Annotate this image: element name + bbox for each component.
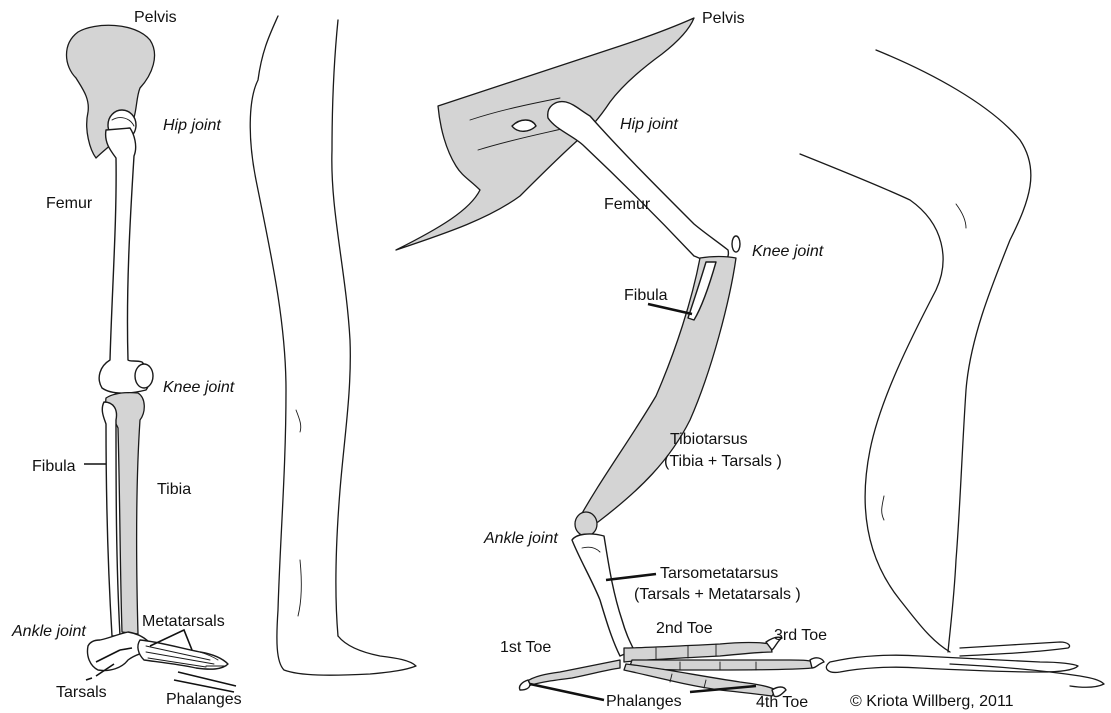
bird-tarsometatarsus-leader <box>606 574 656 580</box>
bird-knee-joint-label: Knee joint <box>752 243 824 260</box>
human-fibula-bone <box>102 402 120 636</box>
human-metatarsals-label: Metatarsals <box>142 613 225 630</box>
human-pelvis-label: Pelvis <box>134 9 177 26</box>
bird-phalanges-label: Phalanges <box>606 693 682 710</box>
bird-pelvis-label: Pelvis <box>702 10 745 27</box>
bird-tarsometatarsus-note: (Tarsals + Metatarsals ) <box>634 586 801 603</box>
bird-tibiotarsus-note: (Tibia + Tarsals ) <box>664 453 782 470</box>
bird-tibiotarsus-label: Tibiotarsus <box>670 431 748 448</box>
bird-toe-4-label: 4th Toe <box>756 694 808 711</box>
human-tibia-label: Tibia <box>157 481 191 498</box>
human-patella <box>135 364 153 388</box>
human-tarsals-label: Tarsals <box>56 684 107 701</box>
human-leg-outline <box>250 16 416 675</box>
human-ankle-joint-label: Ankle joint <box>11 623 86 640</box>
human-metatarsal-bones <box>138 640 228 669</box>
bird-ankle-bone <box>575 512 597 536</box>
human-phalanges-label: Phalanges <box>166 691 242 708</box>
bird-pelvis-bone <box>396 18 694 250</box>
bird-toe-1-label: 1st Toe <box>500 639 551 656</box>
bird-tarsometatarsus-bone <box>572 534 634 656</box>
bird-fibula-leader <box>648 304 692 314</box>
copyright-credit: © Kriota Willberg, 2011 <box>850 693 1014 710</box>
bird-tarsometatarsus-label: Tarsometatarsus <box>660 565 778 582</box>
human-femur-label: Femur <box>46 195 93 212</box>
human-knee-joint-label: Knee joint <box>163 379 235 396</box>
bird-fibula-label: Fibula <box>624 287 668 304</box>
human-phalanges-leader <box>174 672 236 692</box>
bird-leg-outline <box>800 50 1104 687</box>
bird-hip-joint-label: Hip joint <box>620 116 678 133</box>
human-fibula-label: Fibula <box>32 458 76 475</box>
bird-patella <box>732 236 740 252</box>
bird-toe-2-label: 2nd Toe <box>656 620 713 637</box>
human-hip-joint-label: Hip joint <box>163 117 221 134</box>
human-femur-bone <box>99 128 149 393</box>
leader-lines <box>84 304 756 700</box>
bird-toe-bones <box>519 637 824 696</box>
bird-femur-label: Femur <box>604 196 651 213</box>
bird-toe-3-label: 3rd Toe <box>774 627 827 644</box>
bird-ankle-joint-label: Ankle joint <box>483 530 558 547</box>
